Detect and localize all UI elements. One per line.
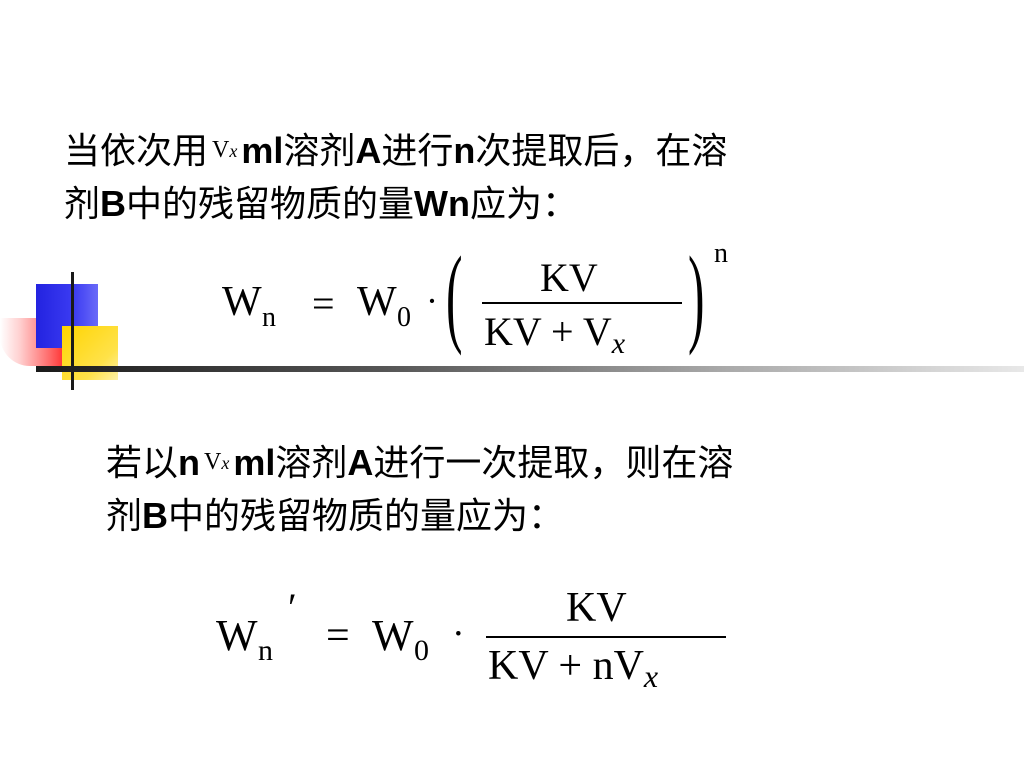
vx-x: x (229, 141, 238, 161)
decor-horizontal-rule (36, 366, 1024, 372)
vx-v: V (212, 137, 230, 163)
vx-symbol: Vx (212, 124, 237, 177)
f2-rhs-sub: 0 (414, 634, 429, 667)
text: 剂 (64, 184, 101, 225)
text: 进行一次提取，则在溶 (373, 443, 734, 484)
text: 当依次用 (64, 131, 209, 172)
f2-den-x: x (643, 658, 659, 694)
vx-symbol: Vx (204, 436, 229, 489)
f2-equals: = (326, 613, 350, 659)
text: 进行 (381, 131, 454, 172)
text: 剂 (106, 496, 143, 537)
f1-exponent: n (714, 238, 728, 269)
text-B: B (142, 495, 169, 536)
text: 次提取后，在溶 (475, 131, 728, 172)
f2-prime: ′ (288, 585, 297, 630)
f2-rhs-w: W (372, 611, 414, 660)
f2-lhs-sub: n (258, 634, 273, 667)
f2-fraction-bar (486, 636, 726, 638)
text: 中的残留物质的量应为： (168, 496, 565, 537)
f1-equals: = (312, 281, 335, 326)
f2-numerator: KV (566, 585, 627, 631)
text: 溶剂 (283, 131, 356, 172)
f1-denominator: KV + Vx (484, 308, 625, 361)
f1-lhs-sub: n (262, 302, 276, 333)
f2-lhs-w: W (216, 611, 258, 660)
text: 若以 (106, 443, 179, 484)
f2-dot: · (452, 613, 465, 655)
text-n: n (178, 442, 201, 483)
f1-rhs-sub: 0 (397, 302, 411, 333)
f1-den-x: x (611, 327, 626, 360)
f1-left-paren: ( (446, 234, 463, 356)
f1-right-paren: ) (688, 234, 705, 356)
f1-fraction-bar (482, 302, 682, 304)
text-ml: ml (233, 442, 276, 483)
f1-dot: · (426, 281, 438, 321)
f2-den-text: KV + nV (488, 643, 644, 689)
text-A: A (355, 130, 382, 171)
text-B: B (100, 183, 127, 224)
text-n: n (453, 130, 476, 171)
f1-numerator: KV (540, 255, 598, 300)
f1-den-text: KV + V (484, 309, 612, 354)
f1-lhs-w: W (222, 279, 262, 325)
text-Wn: Wn (414, 183, 470, 224)
text: 中的残留物质的量 (126, 184, 415, 225)
text-A: A (347, 442, 374, 483)
text-ml: ml (241, 130, 284, 171)
text: 溶剂 (275, 443, 348, 484)
text: 应为： (470, 184, 579, 225)
vx-v: V (204, 449, 222, 475)
f1-rhs-w: W (357, 279, 397, 325)
vx-x: x (221, 453, 230, 473)
decor-vertical-line (71, 272, 74, 390)
f2-denominator: KV + nVx (488, 642, 658, 695)
